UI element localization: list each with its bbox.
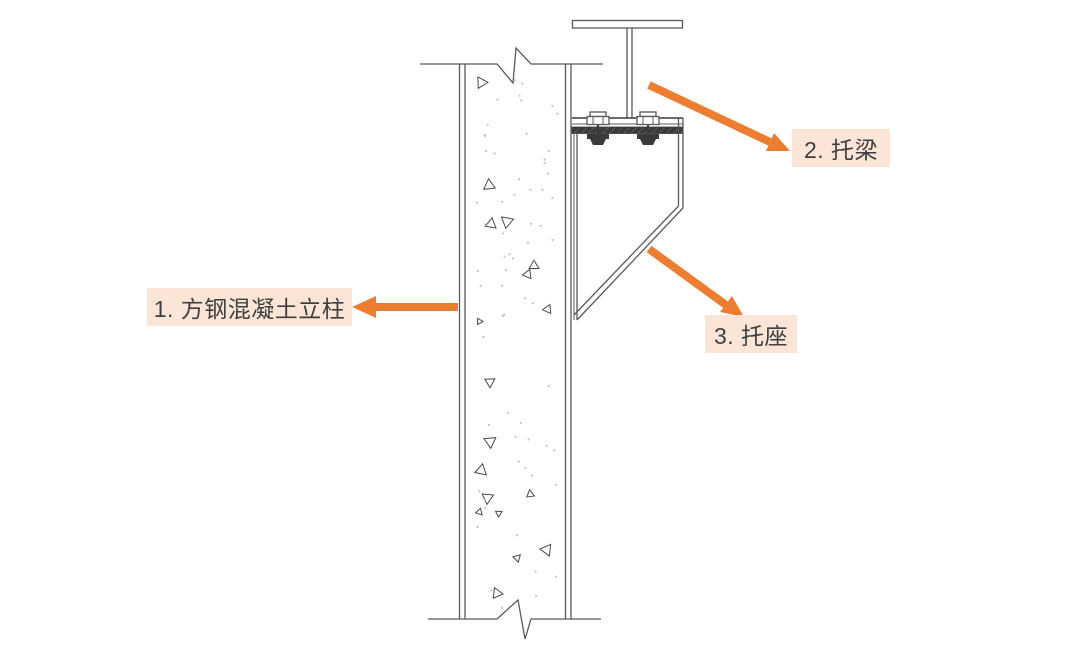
leader-arrow-column [352,296,458,318]
joist-beam [571,19,684,145]
leader-arrow-bracket [646,245,744,317]
connection-plate-section [571,126,684,134]
bolt [636,111,660,145]
concrete-stipple-texture [474,76,559,609]
leader-arrow-beam [647,81,790,151]
bracket-diagonal-outer [576,207,684,321]
annotation-label-column: 1. 方钢混凝土立柱 [147,288,352,326]
beam-top-flange [571,19,684,29]
bolt [586,111,610,145]
annotation-label-bracket: 3. 托座 [705,315,797,353]
column-bottom-break-line [428,598,601,640]
bracket-seat [573,118,684,321]
concrete-column [420,46,603,640]
annotation-label-beam: 2. 托梁 [792,129,890,167]
column-top-break-line [420,46,603,85]
bracket-diagonal-inner [573,205,679,316]
